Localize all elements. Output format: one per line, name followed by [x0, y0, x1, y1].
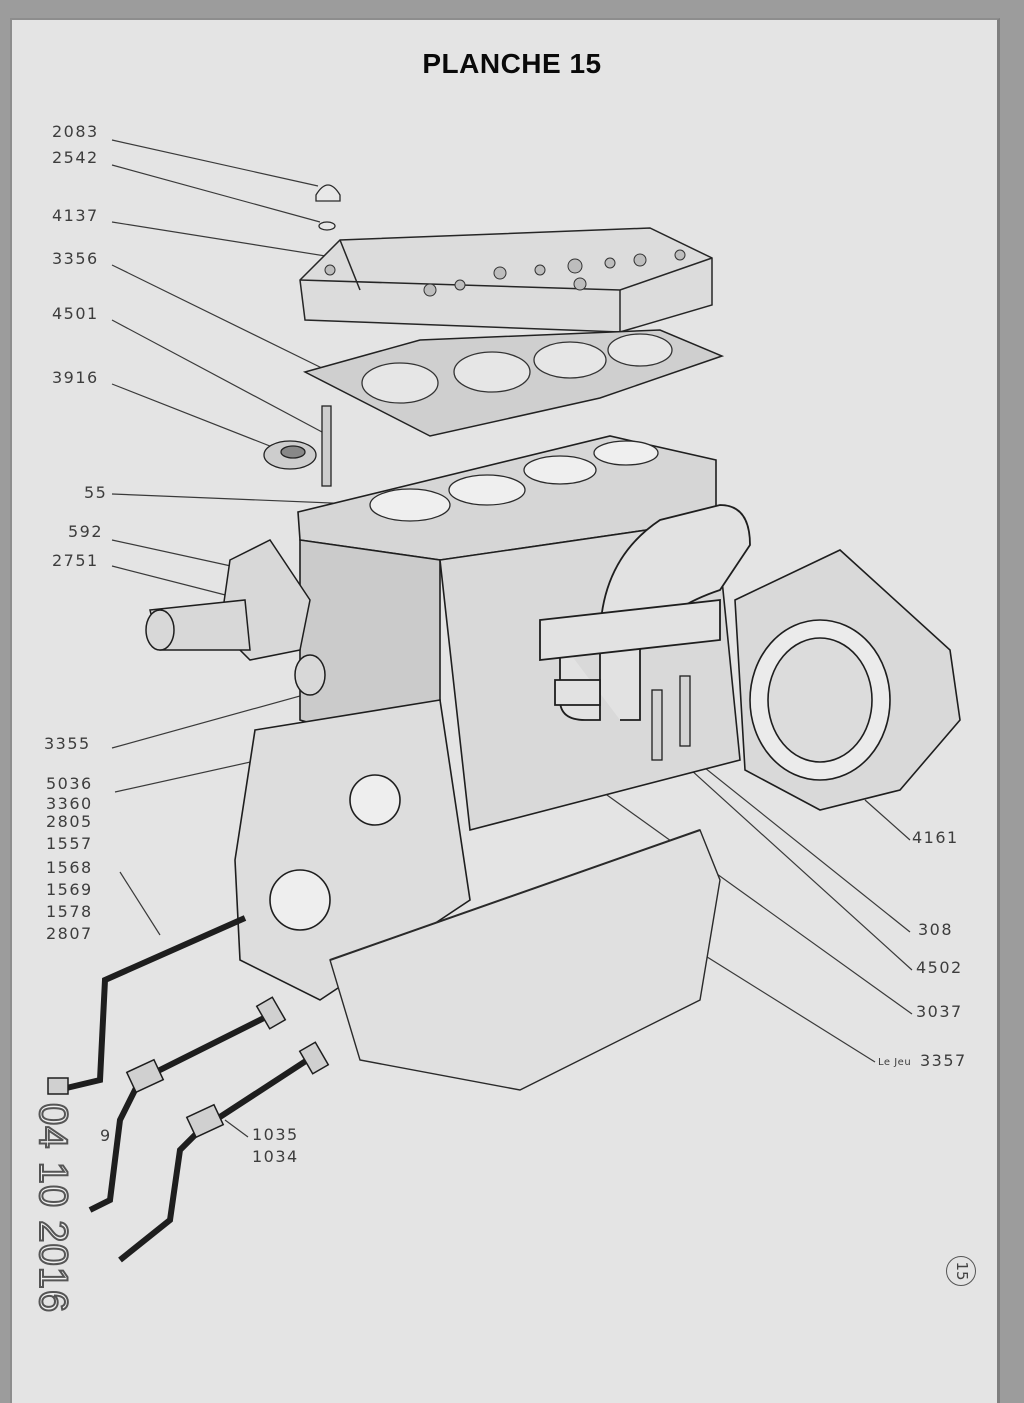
callout-4137: 4137 — [52, 206, 99, 225]
callout-le-jeu: Le Jeu — [878, 1057, 912, 1068]
callout-592: 592 — [68, 522, 104, 541]
callout-1568: 1568 — [46, 858, 93, 877]
callout-3355: 3355 — [44, 734, 91, 753]
callout-2805: 2805 — [46, 812, 93, 831]
callout-3360: 3360 — [46, 794, 93, 813]
callout-1034: 1034 — [252, 1147, 299, 1166]
callout-3357: 3357 — [920, 1051, 967, 1070]
callout-2083: 2083 — [52, 122, 99, 141]
callout-1557: 1557 — [46, 834, 93, 853]
callout-2807: 2807 — [46, 924, 93, 943]
callout-1035: 1035 — [252, 1125, 299, 1144]
callout-partial: 9 — [100, 1126, 112, 1145]
callout-4502: 4502 — [916, 958, 963, 977]
callout-308: 308 — [918, 920, 954, 939]
callout-5036: 5036 — [46, 774, 93, 793]
callout-3037: 3037 — [916, 1002, 963, 1021]
date-stamp: 04 10 2016 — [30, 1102, 76, 1314]
callout-2542: 2542 — [52, 148, 99, 167]
plate-title: PLANCHE 15 — [422, 48, 602, 79]
callout-3916: 3916 — [52, 368, 99, 387]
callout-4161: 4161 — [912, 828, 959, 847]
callout-1569: 1569 — [46, 880, 93, 899]
callout-55: 55 — [84, 483, 108, 502]
page-number-circle: 15 — [946, 1256, 976, 1286]
callout-1578: 1578 — [46, 902, 93, 921]
callout-3356: 3356 — [52, 249, 99, 268]
callout-2751: 2751 — [52, 551, 99, 570]
callout-4501: 4501 — [52, 304, 99, 323]
